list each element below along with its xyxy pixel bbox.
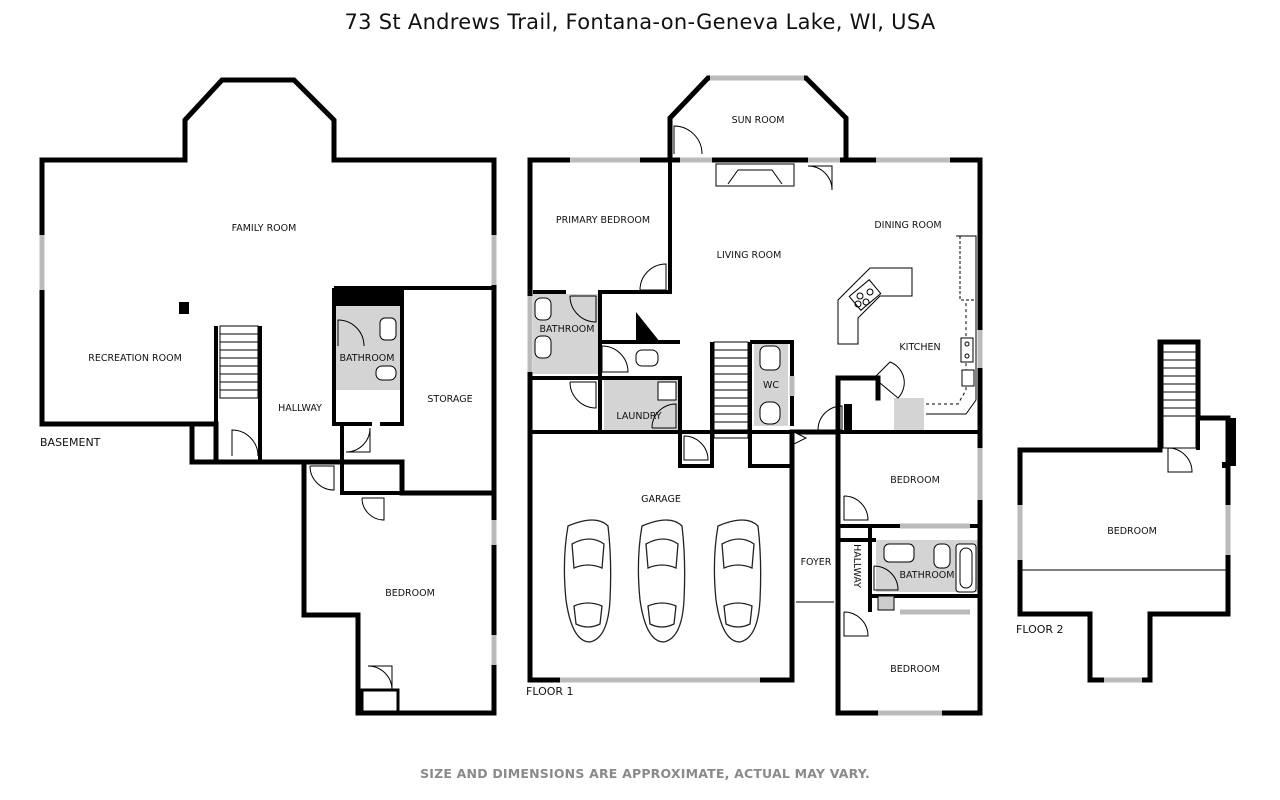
page-title: 73 St Andrews Trail, Fontana-on-Geneva L… (344, 10, 936, 34)
room-label-family-room: FAMILY ROOM (232, 223, 297, 234)
cooktop (848, 279, 882, 311)
disclaimer: SIZE AND DIMENSIONS ARE APPROXIMATE, ACT… (420, 766, 870, 781)
room-label-recreation-room: RECREATION ROOM (88, 353, 182, 364)
room-label-dining-room: DINING ROOM (874, 220, 941, 231)
floor2-outer-wall (1017, 339, 1231, 683)
fireplace (715, 163, 795, 187)
room-label-floor1-bedroom-1: BEDROOM (890, 475, 940, 486)
floor-label-floor2: FLOOR 2 (1016, 623, 1064, 636)
floor1-plan: SUN ROOM PRIMARY BEDROOM LIVING ROOM DIN… (526, 75, 983, 716)
room-label-floor1-bedroom-2: BEDROOM (890, 664, 940, 675)
room-label-basement-hallway: HALLWAY (278, 403, 322, 414)
kitchen-island (837, 267, 913, 345)
basement-stairs (219, 325, 259, 399)
kitchen-fridge-floor (894, 398, 924, 430)
basement-west-wall (39, 157, 219, 465)
room-label-garage: GARAGE (641, 494, 681, 505)
room-label-foyer: FOYER (801, 557, 832, 568)
garage-car-3 (713, 519, 762, 643)
floor1-outer-wall (667, 157, 983, 716)
room-label-sun-room: SUN ROOM (732, 115, 785, 126)
room-label-living-room: LIVING ROOM (717, 250, 782, 261)
room-label-wc: WC (763, 380, 779, 391)
floor-label-basement: BASEMENT (40, 436, 101, 449)
floor1-stairs (713, 341, 749, 439)
room-label-primary-bedroom: PRIMARY BEDROOM (556, 215, 650, 226)
room-label-laundry: LAUNDRY (616, 411, 661, 422)
room-label-floor2-bedroom: BEDROOM (1107, 526, 1157, 537)
floor2-plan: BEDROOM FLOOR 2 (1016, 339, 1236, 683)
room-label-kitchen: KITCHEN (899, 342, 940, 353)
floor2-stairs (1162, 343, 1197, 449)
room-label-basement-bedroom: BEDROOM (385, 588, 435, 599)
room-label-floor1-hallway: HALLWAY (851, 544, 862, 588)
floor-label-floor1: FLOOR 1 (526, 685, 574, 698)
garage-car-1 (563, 519, 612, 643)
room-label-floor1-bathroom: BATHROOM (900, 570, 955, 581)
basement-outer-wall (39, 77, 497, 716)
room-label-storage: STORAGE (427, 394, 472, 405)
garage-car-2 (637, 519, 686, 643)
room-label-primary-bathroom: BATHROOM (540, 324, 595, 335)
basement-plan: FAMILY ROOM RECREATION ROOM BATHROOM HAL… (39, 77, 497, 716)
room-label-basement-bathroom: BATHROOM (340, 353, 395, 364)
